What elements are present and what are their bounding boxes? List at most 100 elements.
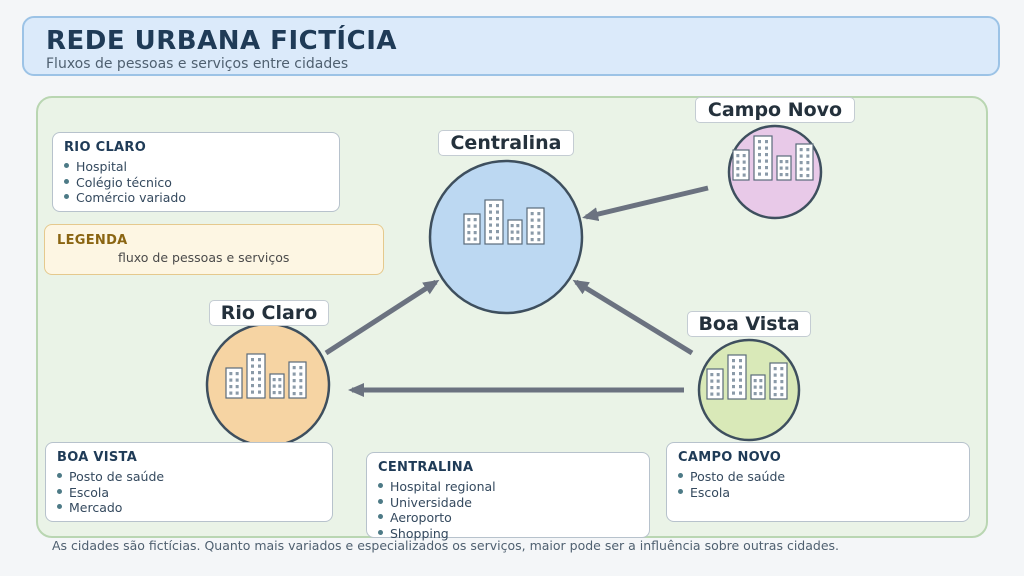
building-window (753, 392, 757, 396)
building-shape (484, 199, 504, 245)
service-list: Hospital regional Universidade Aeroporto… (378, 479, 649, 541)
building-window (235, 378, 239, 382)
building-window (773, 386, 777, 390)
building-window (537, 231, 541, 235)
bullet-icon (64, 178, 69, 184)
building-window (732, 359, 735, 363)
building-window (736, 173, 740, 177)
building-window (537, 225, 541, 229)
building-window (742, 173, 746, 177)
service-list: Posto de saúde Escola Mercado (57, 469, 332, 516)
city-label-campo-novo: Campo Novo (695, 97, 855, 123)
building-window (496, 236, 499, 240)
building-window (780, 380, 784, 384)
building-window (530, 212, 534, 216)
building-window (530, 225, 534, 229)
building-window (251, 358, 254, 362)
building-window (799, 148, 803, 152)
building-window (467, 231, 471, 235)
building-window (489, 217, 492, 221)
building-window (742, 167, 746, 171)
building-window (785, 173, 789, 177)
building-window (742, 160, 746, 164)
service-list: Posto de saúde Escola (678, 469, 969, 500)
building-window (292, 379, 296, 383)
building-window (229, 391, 233, 395)
building-window (251, 371, 254, 375)
building-window (710, 386, 714, 390)
buildings-icon-centralina (463, 199, 545, 245)
service-item: Escola (678, 485, 969, 501)
flow-arrow-rio-claro-to-centralina (324, 279, 440, 356)
bullet-icon (57, 504, 62, 509)
building-window (758, 159, 761, 163)
building-window (739, 359, 742, 363)
service-item: Mercado (57, 500, 332, 516)
building-window (736, 160, 740, 164)
building-window (489, 236, 492, 240)
building-window (732, 385, 735, 389)
building-window (251, 364, 254, 368)
building-window (530, 218, 534, 222)
building-window (716, 379, 720, 383)
infobox-title: CENTRALINA (378, 460, 474, 475)
building-window (739, 385, 742, 389)
building-window (742, 154, 746, 158)
building-window (258, 364, 261, 368)
building-window (806, 174, 810, 178)
building-window (251, 390, 254, 394)
building-window (537, 238, 541, 242)
building-window (779, 166, 783, 170)
building-window (258, 377, 261, 381)
bullet-icon (378, 498, 383, 504)
building-window (753, 385, 757, 389)
building-window (739, 378, 742, 382)
service-item: Colégio técnico (64, 175, 339, 191)
building-window (489, 230, 492, 234)
building-window (773, 367, 777, 371)
building-window (716, 373, 720, 377)
building-window (785, 166, 789, 170)
footer-note: As cidades são fictícias. Quanto mais va… (52, 538, 839, 553)
building-shape (269, 373, 285, 399)
building-window (229, 372, 233, 376)
building-window (516, 224, 520, 228)
building-window (773, 380, 777, 384)
building-window (732, 391, 735, 395)
building-window (473, 237, 477, 241)
city-label-centralina: Centralina (438, 130, 574, 156)
building-window (780, 373, 784, 377)
building-window (510, 237, 514, 241)
building-window (235, 391, 239, 395)
service-item: Posto de saúde (678, 469, 969, 485)
legend-title: LEGENDA (57, 233, 128, 248)
building-window (516, 237, 520, 241)
city-label-rio-claro: Rio Claro (209, 300, 329, 326)
service-item: Universidade (378, 495, 649, 511)
building-shape (750, 374, 766, 400)
building-window (537, 218, 541, 222)
building-window (467, 237, 471, 241)
building-window (799, 174, 803, 178)
building-window (299, 372, 303, 376)
building-window (251, 377, 254, 381)
building-window (710, 373, 714, 377)
building-window (496, 217, 499, 221)
page-subtitle: Fluxos de pessoas e serviços entre cidad… (46, 56, 349, 72)
building-window (779, 173, 783, 177)
building-window (235, 385, 239, 389)
building-shape (507, 219, 523, 245)
building-window (736, 154, 740, 158)
building-window (732, 378, 735, 382)
building-window (759, 392, 763, 396)
building-window (799, 167, 803, 171)
building-window (496, 223, 499, 227)
building-window (496, 210, 499, 214)
building-window (258, 390, 261, 394)
building-window (739, 391, 742, 395)
building-window (299, 385, 303, 389)
building-shape (526, 207, 545, 245)
building-window (516, 230, 520, 234)
building-window (489, 210, 492, 214)
building-window (739, 372, 742, 376)
